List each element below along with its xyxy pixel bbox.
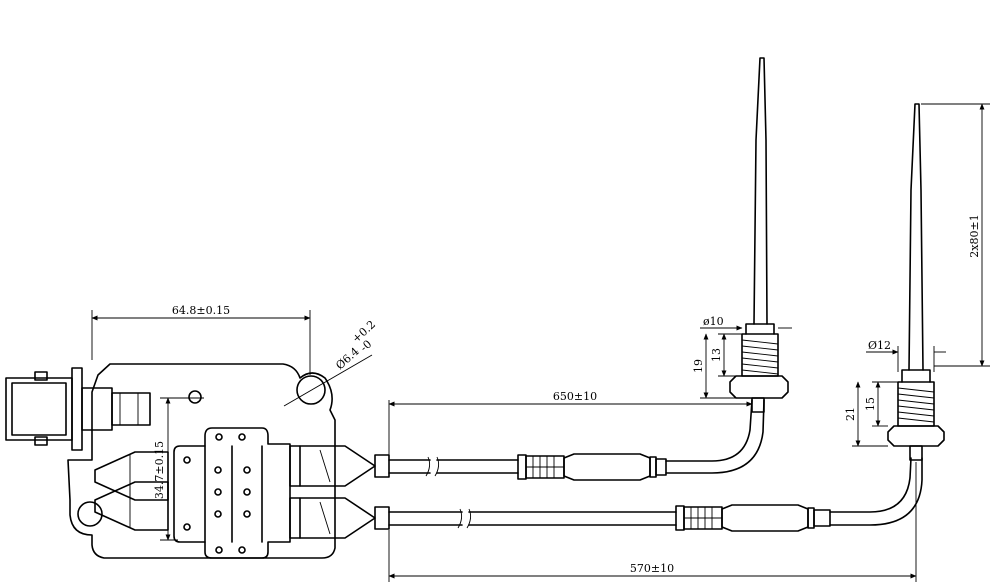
- lower-cable-length-label: 570±10: [630, 562, 674, 575]
- lower-thread-len-label: 15: [864, 397, 877, 411]
- left-connector: [5, 367, 151, 451]
- control-box: [5, 363, 390, 559]
- dimension-labels: 64.8±0.15 Ø6.4 +0.2 -0 34.7±0.15 650±10 …: [153, 214, 981, 575]
- terminal-block: [173, 427, 291, 559]
- lower-fitting-len-label: 21: [844, 407, 857, 421]
- cable-glands: [94, 445, 390, 539]
- lower-cable: [388, 457, 923, 532]
- mounting-hole-bottom: [77, 501, 103, 527]
- upper-cable-length-label: 650±10: [553, 390, 597, 403]
- small-hole: [188, 390, 202, 404]
- upper-thread-len-label: 13: [710, 348, 723, 362]
- box-width-label: 64.8±0.15: [172, 304, 230, 317]
- upper-sensor: [729, 57, 789, 413]
- hole-dia-label-group: Ø6.4 +0.2 -0: [333, 318, 378, 372]
- lower-hex-dia-label: Ø12: [868, 339, 891, 352]
- probe-length-label: 2x80±1: [968, 214, 981, 257]
- box-height-label: 34.7±0.15: [153, 441, 166, 499]
- mounting-hole-top: [296, 375, 326, 405]
- hole-dia-label: Ø6.4: [333, 345, 361, 372]
- lower-sensor: [887, 103, 945, 461]
- upper-cable: [388, 399, 765, 481]
- upper-hex-dia-label: ø10: [703, 315, 724, 328]
- dimension-lines: [91, 103, 990, 582]
- upper-fitting-len-label: 19: [692, 359, 705, 373]
